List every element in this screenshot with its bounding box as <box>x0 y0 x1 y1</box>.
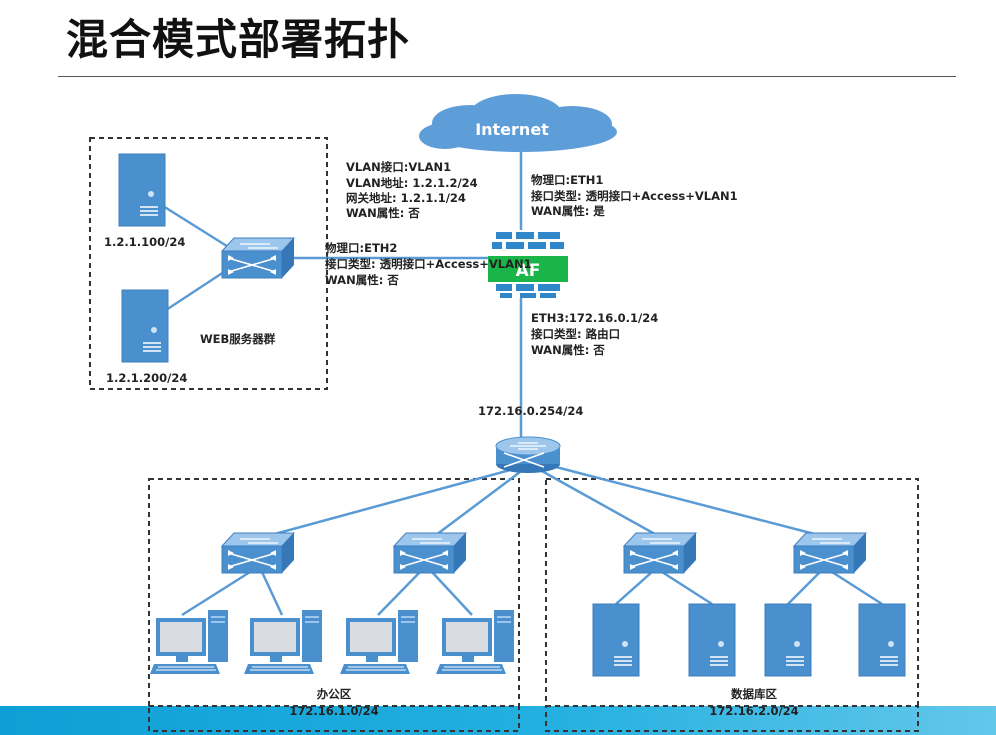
eth1-info: 物理口:ETH1 接口类型: 透明接口+Access+VLAN1 WAN属性: … <box>531 173 738 218</box>
page-title: 混合模式部署拓扑 <box>66 15 411 64</box>
gateway-address-label: 网关地址: 1.2.1.1/24 <box>346 191 466 205</box>
eth3-info: ETH3:172.16.0.1/24 接口类型: 路由口 WAN属性: 否 <box>531 311 658 357</box>
eth2-info: 物理口:ETH2 接口类型: 透明接口+Access+VLAN1 WAN属性: … <box>325 241 532 287</box>
af-firewall-icon <box>488 230 568 298</box>
internet-cloud <box>419 94 617 152</box>
web-server-1-ip: 1.2.1.100/24 <box>104 235 185 249</box>
db-zone-subnet: 172.16.2.0/24 <box>709 704 798 718</box>
eth2-wan-label: WAN属性: 否 <box>325 273 399 287</box>
db-zone-label: 数据库区 <box>731 687 777 701</box>
eth3-type-label: 接口类型: 路由口 <box>531 327 620 341</box>
vlan-wan-label: WAN属性: 否 <box>346 206 420 220</box>
eth3-port-label: ETH3:172.16.0.1/24 <box>531 311 658 325</box>
router-ip-label: 172.16.0.254/24 <box>478 404 583 418</box>
web-server-zone <box>89 137 328 390</box>
web-group-label: WEB服务器群 <box>200 332 276 346</box>
web-server-2-ip: 1.2.1.200/24 <box>106 371 187 385</box>
eth2-type-label: 接口类型: 透明接口+Access+VLAN1 <box>325 257 532 271</box>
internet-label: Internet <box>475 120 549 139</box>
eth1-type-label: 接口类型: 透明接口+Access+VLAN1 <box>531 189 738 203</box>
af-label: AF <box>516 261 541 281</box>
vlan-interface-label: VLAN接口:VLAN1 <box>346 160 451 174</box>
office-zone-border <box>148 478 520 732</box>
title-divider <box>58 76 956 77</box>
eth1-wan-label: WAN属性: 是 <box>531 204 605 218</box>
eth2-port-label: 物理口:ETH2 <box>325 241 397 255</box>
office-zone-subnet: 172.16.1.0/24 <box>289 704 378 718</box>
eth3-wan-label: WAN属性: 否 <box>531 343 605 357</box>
vlan-info: VLAN接口:VLAN1 VLAN地址: 1.2.1.2/24 网关地址: 1.… <box>346 160 478 220</box>
eth1-port-label: 物理口:ETH1 <box>531 173 603 187</box>
connection-lines <box>162 150 883 617</box>
office-zone-label: 办公区 <box>317 687 352 701</box>
vlan-address-label: VLAN地址: 1.2.1.2/24 <box>346 176 478 190</box>
